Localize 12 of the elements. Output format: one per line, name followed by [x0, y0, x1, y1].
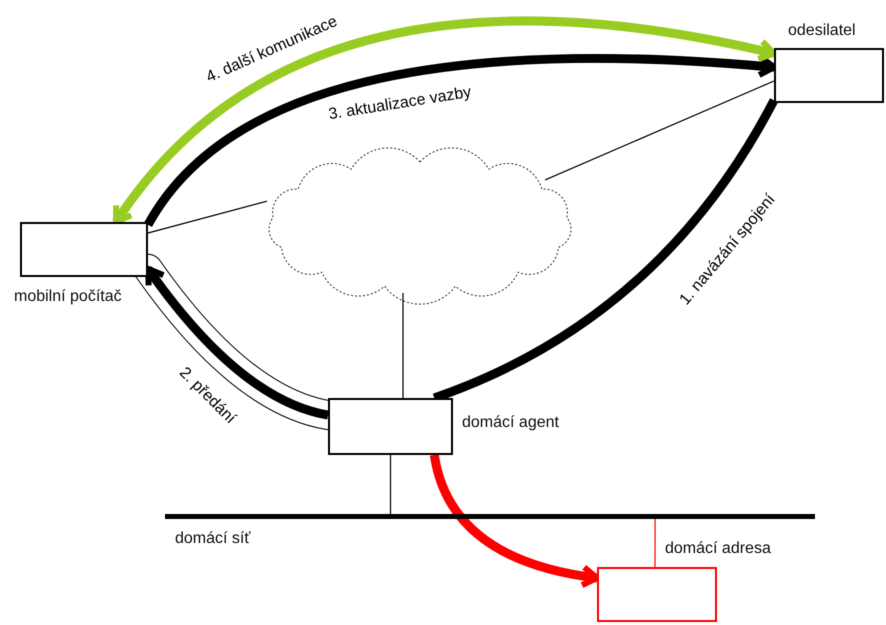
node-label: domácí síť: [175, 530, 250, 548]
connector-line: [544, 80, 774, 180]
arrow: [112, 16, 777, 225]
connector-line: [402, 293, 404, 398]
connector-line: [390, 455, 392, 514]
arrow: [144, 266, 329, 420]
node-label: domácí agent: [462, 414, 559, 432]
node-label: odesilatel: [788, 22, 856, 40]
connector-line: [148, 200, 268, 234]
connector-line: [654, 519, 656, 567]
node-label: domácí adresa: [665, 540, 771, 558]
node-label: mobilní počítač: [14, 288, 122, 306]
